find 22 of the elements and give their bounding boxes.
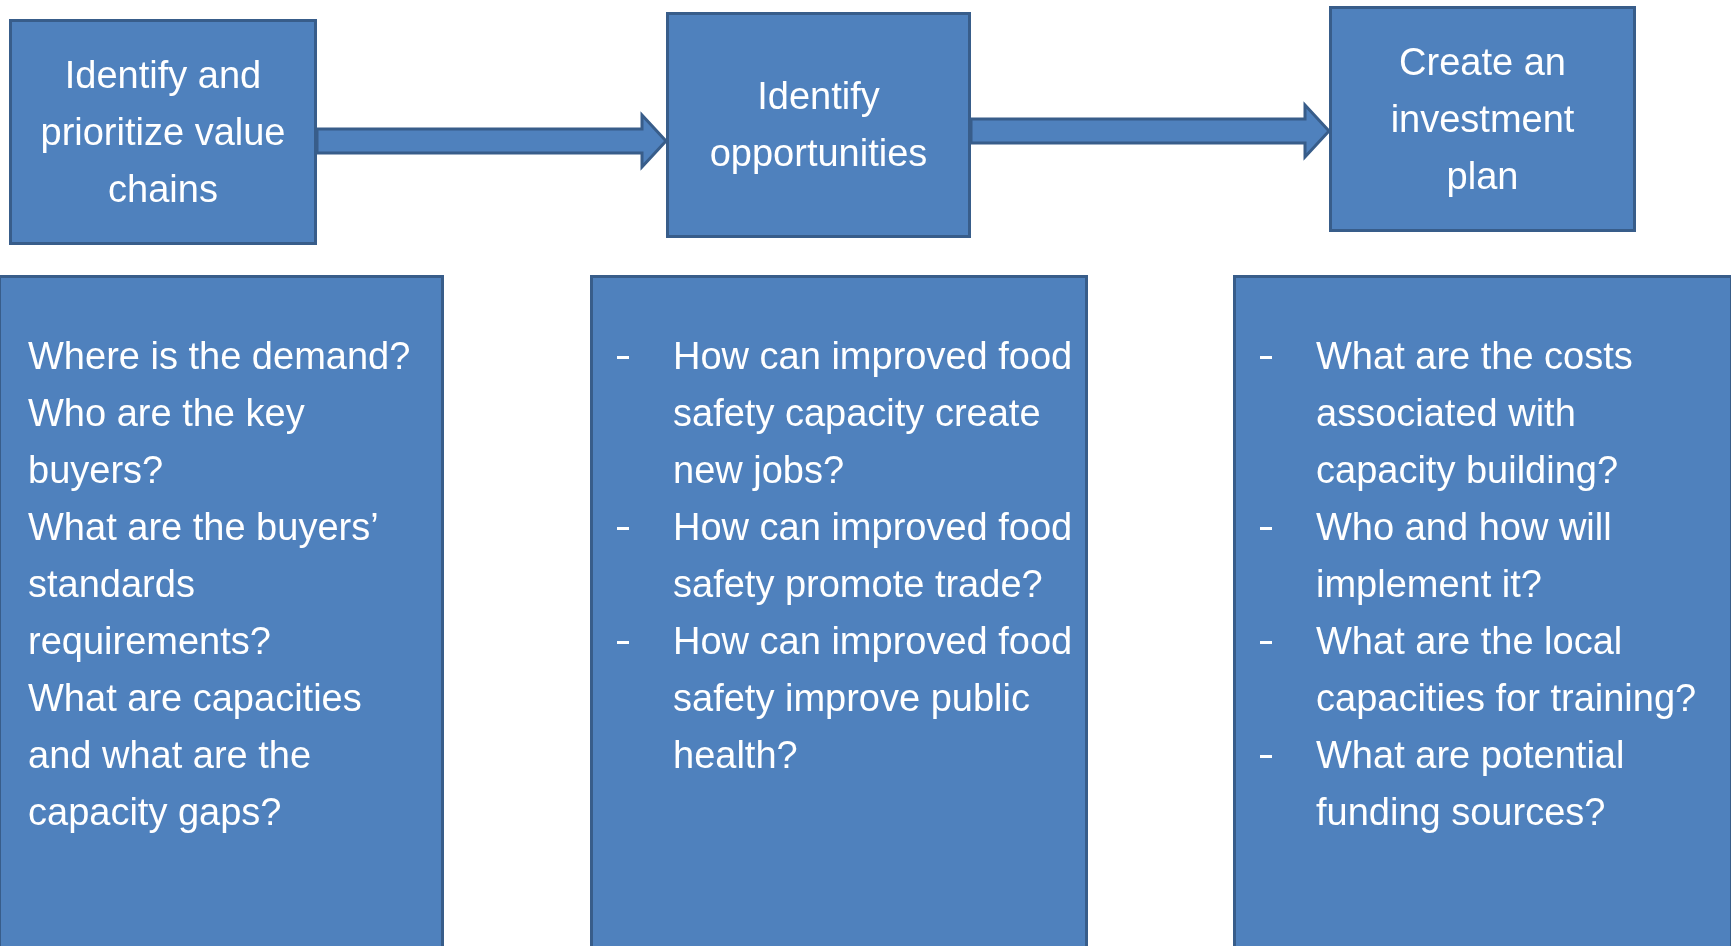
question-box — [1233, 275, 1731, 946]
step-title: Identify opportunities — [708, 74, 929, 176]
question-text: What are potential funding sources? — [1316, 733, 1626, 835]
block-arrow — [315, 111, 669, 171]
question-text: How can improved food safety improve public health? — [673, 619, 1073, 778]
question-text: Who and how will implement it? — [1316, 505, 1613, 607]
step-title: Create an investment plan — [1389, 39, 1576, 199]
step-box — [9, 19, 317, 245]
question-text: Where is the demand? — [28, 334, 412, 379]
question-box — [590, 275, 1088, 946]
question-text: How can improved food safety capacity create new jobs? — [673, 334, 1073, 493]
question-text: Who are the key buyers? — [28, 391, 306, 493]
step-box — [1329, 6, 1636, 232]
question-text: What are the local capacities for training? — [1316, 619, 1698, 721]
question-text: What are the buyers’ standards requirements? — [28, 505, 379, 664]
question-text: How can improved food safety promote trade? — [673, 505, 1073, 607]
question-text: What are the costs associated with capacity building? — [1316, 334, 1634, 493]
step-title: Identify and prioritize value chains — [40, 52, 286, 212]
step-box — [666, 12, 971, 238]
question-text: What are capacities and what are the capacity gaps? — [28, 676, 363, 835]
question-box — [0, 275, 444, 946]
block-arrow — [969, 101, 1332, 161]
